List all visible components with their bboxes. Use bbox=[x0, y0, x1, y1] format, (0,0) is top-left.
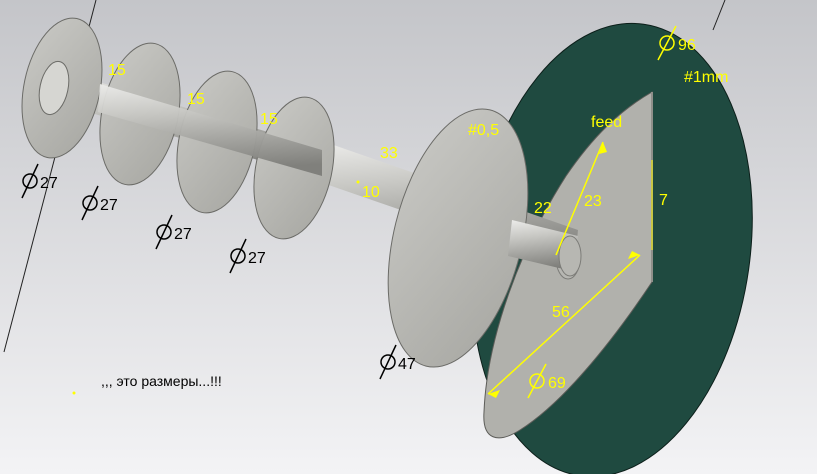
label-spacing-15-2: 15 bbox=[187, 91, 205, 108]
label-spacing-15-1: 15 bbox=[108, 62, 126, 79]
dim-56-arrow-left bbox=[488, 390, 500, 398]
label-feed: feed bbox=[591, 114, 622, 131]
label-length-33: 33 bbox=[380, 145, 398, 162]
dim-line-56 bbox=[487, 254, 641, 395]
label-length-10: 10 bbox=[362, 184, 380, 201]
label-length-56: 56 bbox=[552, 304, 570, 321]
diameter-symbol-27-1 bbox=[21, 163, 39, 199]
diameter-symbol-27-3 bbox=[155, 214, 173, 250]
shaft-tip bbox=[558, 235, 582, 277]
diameter-symbol-69 bbox=[527, 363, 547, 399]
label-diameter-69: 69 bbox=[548, 375, 566, 392]
disk-1 bbox=[21, 17, 103, 159]
dim-line-23 bbox=[555, 141, 604, 256]
label-diameter-27-3: 27 bbox=[174, 226, 192, 243]
label-length-7: 7 bbox=[659, 192, 668, 209]
yellow-dot-small bbox=[356, 180, 360, 184]
dim-56-arrow-right bbox=[628, 251, 640, 259]
label-spacing-15-3: 15 bbox=[260, 111, 278, 128]
label-thickness-1mm: #1mm bbox=[684, 69, 728, 86]
label-diameter-47: 47 bbox=[398, 356, 416, 373]
diameter-symbol-47 bbox=[379, 344, 397, 380]
label-thickness-05: #0,5 bbox=[468, 122, 499, 139]
diameter-symbol-96 bbox=[657, 25, 677, 61]
yellow-dot bbox=[72, 391, 76, 395]
diameter-symbol-27-2 bbox=[81, 185, 99, 221]
feed-arrow-tip bbox=[599, 142, 607, 154]
shaft-segment-1b bbox=[98, 84, 322, 176]
label-diameter-27-4: 27 bbox=[248, 250, 266, 267]
label-diameter-27-1: 27 bbox=[40, 175, 58, 192]
diameter-symbol-27-4 bbox=[229, 238, 247, 274]
label-diameter-27-2: 27 bbox=[100, 197, 118, 214]
label-diameter-96: 96 bbox=[678, 37, 696, 54]
construction-line-right bbox=[712, 0, 726, 31]
annotation-note: ,,, это размеры...!!! bbox=[101, 373, 222, 389]
label-length-22: 22 bbox=[534, 200, 552, 217]
label-length-23: 23 bbox=[584, 193, 602, 210]
